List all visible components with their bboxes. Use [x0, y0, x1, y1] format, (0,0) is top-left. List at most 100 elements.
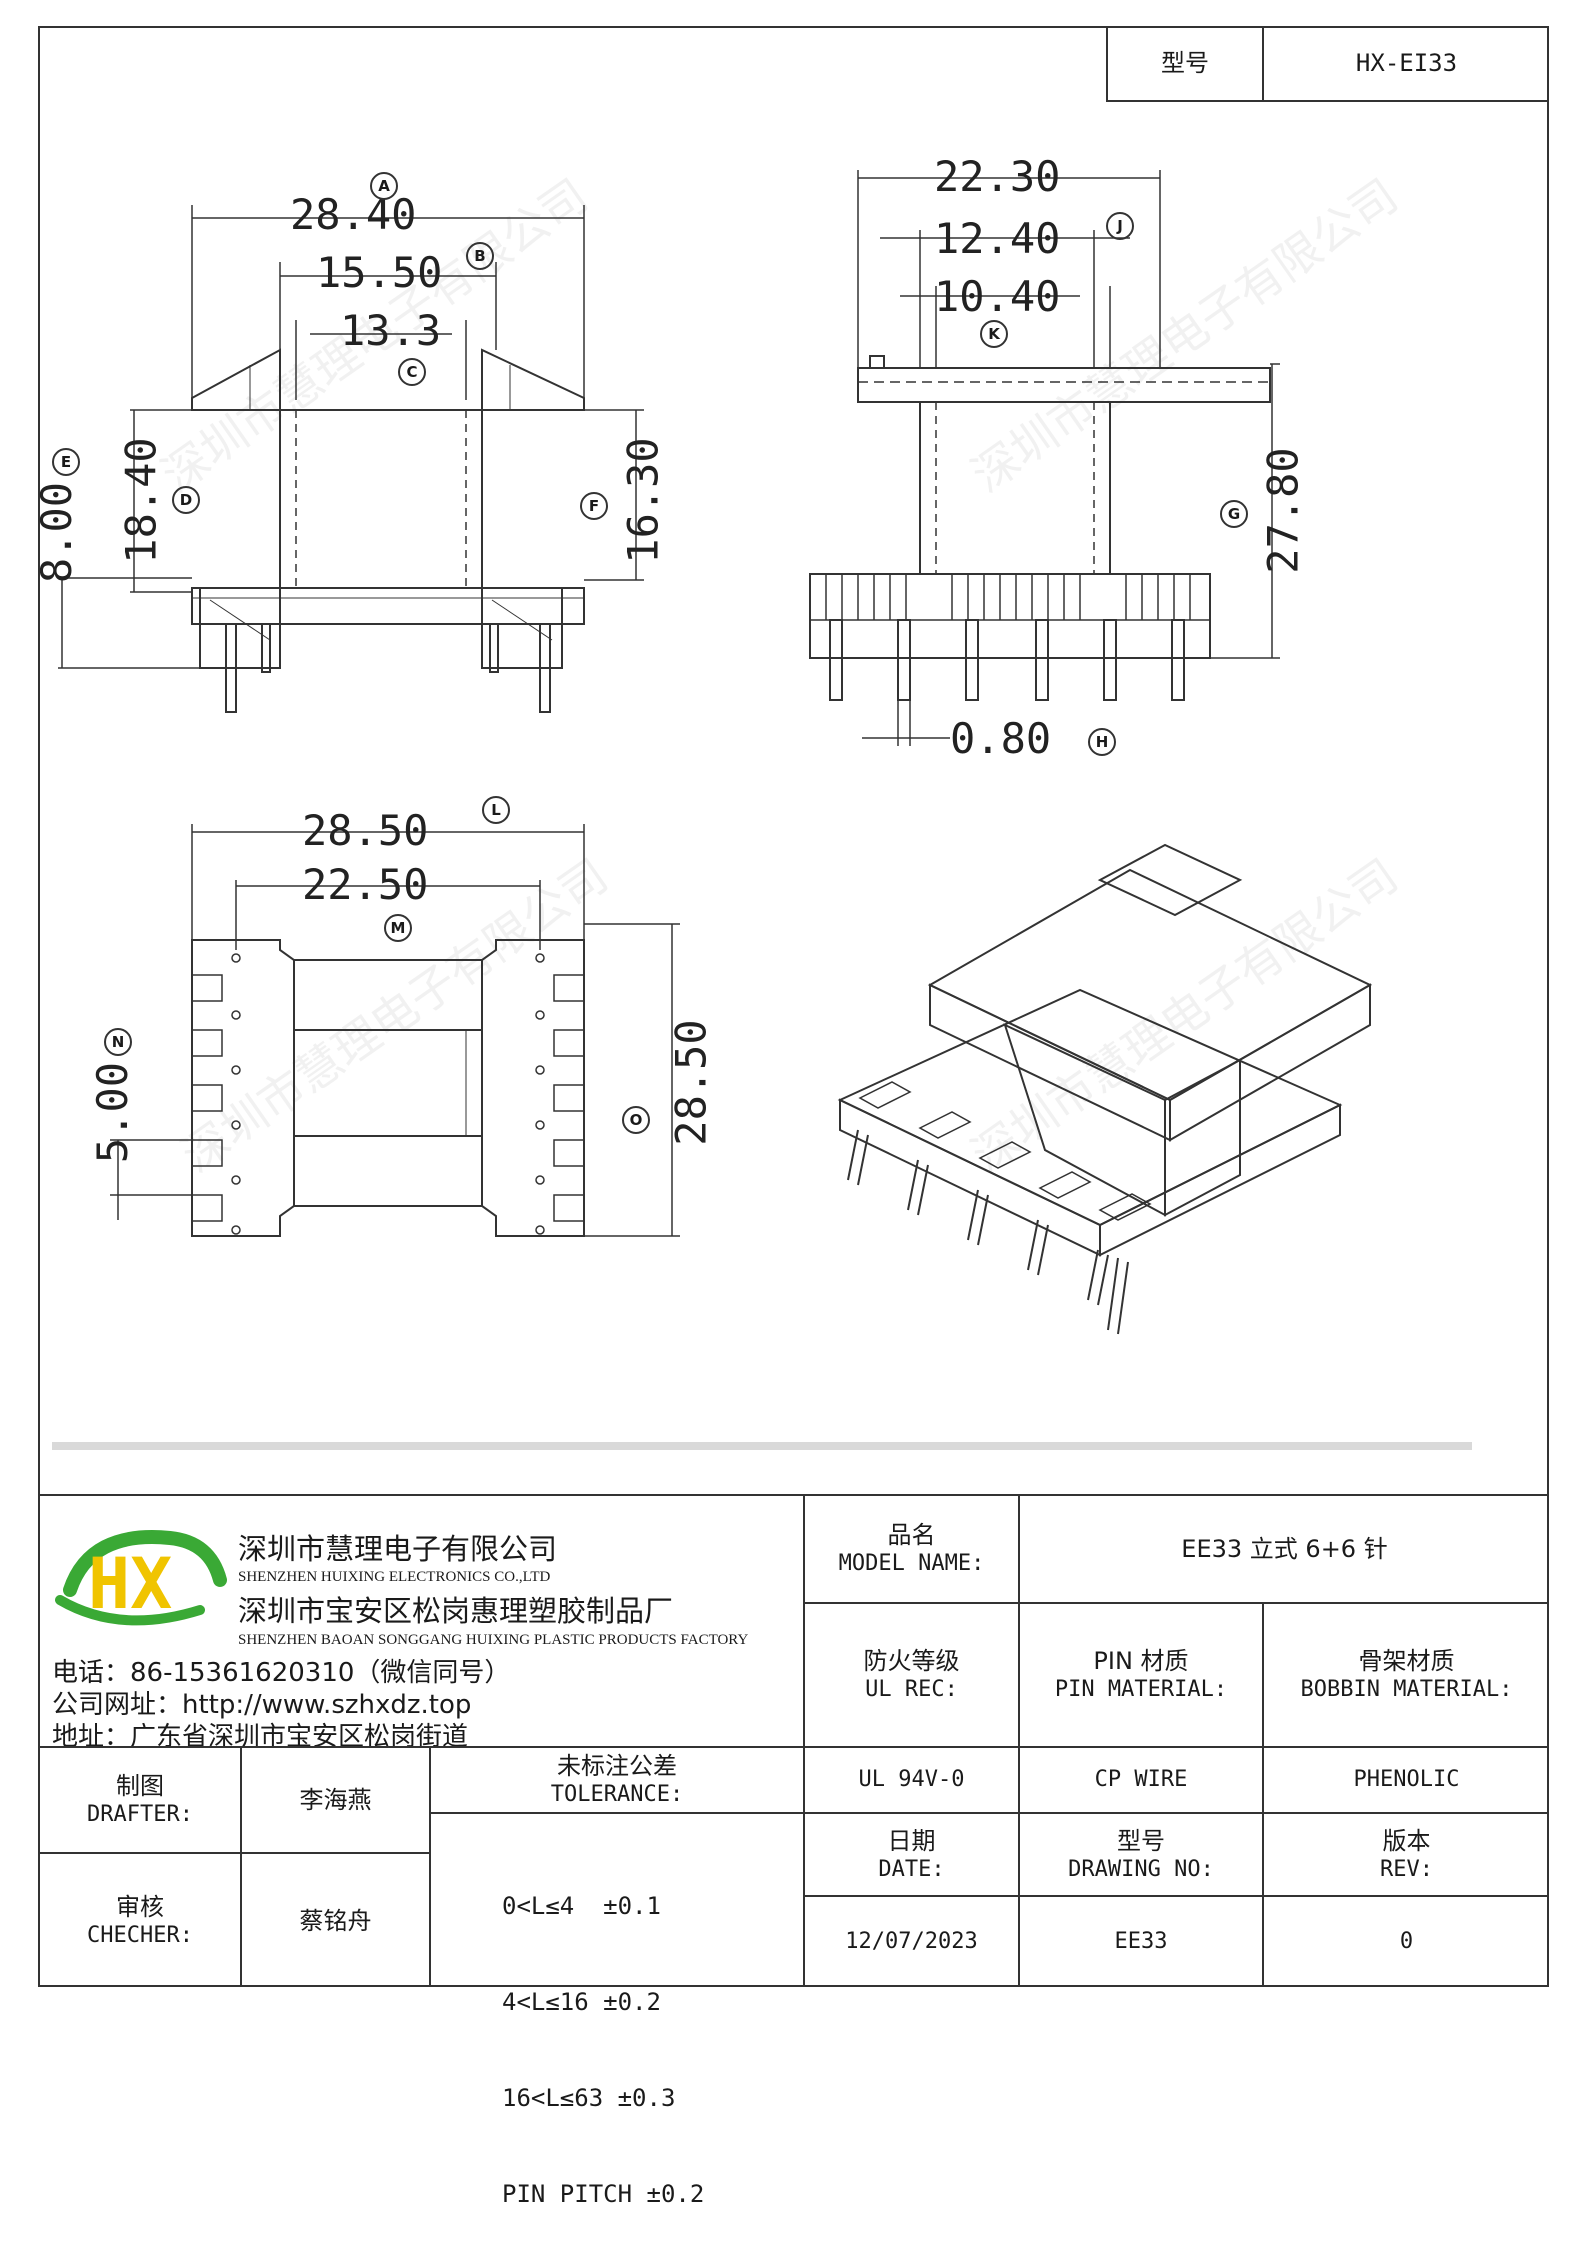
dim-16-30: 16.30: [618, 437, 668, 564]
titleblock-divider: [240, 1746, 242, 1987]
rev-value: 0: [1399, 1929, 1414, 1955]
circle-n: N: [104, 1028, 132, 1056]
dim-8-00: 8.00: [32, 481, 82, 584]
dim-22-30: 22.30: [934, 152, 1061, 201]
ul-rec-cn: 防火等级: [863, 1647, 960, 1676]
hx-logo-graphic: HX: [55, 1530, 227, 1626]
date-en: DATE:: [878, 1856, 945, 1882]
dim-13-3: 13.3: [340, 306, 442, 355]
pin-material-label: PIN 材质 PIN MATERIAL:: [1020, 1604, 1262, 1746]
drawing-no-label: 型号 DRAWING NO:: [1020, 1814, 1262, 1895]
dim-28-40: 28.40: [290, 190, 417, 239]
model-name-cn: 品名: [887, 1521, 936, 1550]
dim-28-50-side: 28.50: [666, 1019, 716, 1146]
company-phone: 电话：86-15361620310（微信同号）: [52, 1658, 511, 1688]
dim-12-40: 12.40: [934, 214, 1061, 263]
drafter-en: DRAFTER:: [87, 1802, 193, 1828]
drafter-value: 李海燕: [299, 1786, 372, 1814]
circle-b: B: [466, 242, 494, 270]
circle-g: G: [1220, 500, 1248, 528]
pin-material-cn: PIN 材质: [1093, 1647, 1189, 1676]
front-view: [58, 205, 644, 713]
ul-rec-value: UL 94V-0: [858, 1767, 965, 1793]
pin-material-value: CP WIRE: [1094, 1767, 1188, 1793]
rev-cn: 版本: [1382, 1826, 1431, 1855]
isometric-view: [837, 843, 1373, 1335]
company-name-cn: 深圳市慧理电子有限公司: [238, 1532, 558, 1566]
ul-rec-en: UL REC:: [865, 1677, 958, 1703]
titleblock-divider: [1262, 1895, 1264, 1987]
bottom-view: [110, 824, 680, 1237]
circle-k: K: [980, 320, 1008, 348]
tolerance-label: 未标注公差 TOLERANCE:: [431, 1748, 803, 1812]
titleblock-divider: [38, 1852, 429, 1854]
model-name-label: 品名 MODEL NAME:: [805, 1496, 1018, 1602]
checker-label: 审核 CHECHER:: [40, 1854, 240, 1987]
company-website: 公司网址：http://www.szhxdz.top: [52, 1690, 472, 1720]
titleblock-top-line: [38, 1494, 1549, 1496]
titleblock-divider: [803, 1494, 805, 1987]
dim-5-00: 5.00: [88, 1061, 138, 1164]
dim-15-50: 15.50: [316, 248, 443, 297]
dim-27-80: 27.80: [1258, 447, 1308, 574]
logo-text: HX: [88, 1543, 172, 1625]
tolerance-cn: 未标注公差: [557, 1752, 677, 1781]
circle-a: A: [370, 172, 398, 200]
circle-d: D: [172, 486, 200, 514]
titleblock-divider: [1018, 1494, 1020, 1987]
bobbin-material-cn: 骨架材质: [1358, 1647, 1455, 1676]
drafter-label: 制图 DRAFTER:: [40, 1748, 240, 1852]
titleblock-divider: [429, 1812, 803, 1814]
dim-0-80: 0.80: [950, 714, 1052, 763]
date-label: 日期 DATE:: [805, 1814, 1018, 1895]
technical-drawing: [52, 170, 1472, 1450]
pin-material-en: PIN MATERIAL:: [1054, 1677, 1228, 1703]
circle-f: F: [580, 492, 608, 520]
bobbin-material-value: PHENOLIC: [1353, 1767, 1460, 1793]
company-name-en: SHENZHEN HUIXING ELECTRONICS CO.,LTD: [238, 1569, 551, 1585]
dim-18-40: 18.40: [116, 437, 166, 564]
circle-l: L: [482, 796, 510, 824]
rev-label: 版本 REV:: [1264, 1814, 1549, 1895]
drawing-no-cn: 型号: [1117, 1826, 1165, 1855]
titleblock-divider: [429, 1746, 431, 1987]
bobbin-material-en: BOBBIN MATERIAL:: [1300, 1677, 1513, 1703]
titleblock-divider: [38, 1746, 1549, 1748]
checker-cn: 审核: [116, 1892, 164, 1921]
tolerance-line: 16<L≤63 ±0.3: [502, 2084, 676, 2112]
model-name-value: EE33 立式 6+6 针: [1181, 1535, 1388, 1563]
titleblock-divider: [1262, 1812, 1264, 1895]
bobbin-material-label: 骨架材质 BOBBIN MATERIAL:: [1264, 1604, 1549, 1746]
company-logo: HX: [50, 1520, 230, 1640]
titleblock-divider: [803, 1895, 1549, 1897]
dim-28-50-top: 28.50: [302, 806, 429, 855]
drawing-no-value: EE33: [1114, 1929, 1168, 1955]
drawing-frame: [38, 26, 1549, 1987]
checker-en: CHECHER:: [87, 1922, 193, 1948]
side-view: [809, 170, 1280, 746]
circle-m: M: [384, 914, 412, 942]
date-cn: 日期: [887, 1826, 936, 1855]
ul-rec-label: 防火等级 UL REC:: [805, 1604, 1018, 1746]
titleblock-divider: [1262, 1602, 1264, 1812]
circle-e: E: [52, 448, 80, 476]
drafter-cn: 制图: [116, 1772, 164, 1801]
rev-en: REV:: [1380, 1856, 1433, 1882]
drawing-no-en: DRAWING NO:: [1068, 1856, 1214, 1882]
circle-h: H: [1088, 728, 1116, 756]
dim-22-50: 22.50: [302, 860, 429, 909]
tolerance-line: 0<L≤4 ±0.1: [502, 1892, 661, 1920]
tolerance-line: 4<L≤16 ±0.2: [502, 1988, 661, 2016]
model-name-en: MODEL NAME:: [838, 1551, 985, 1577]
header-model-value: HX-EI33: [1262, 26, 1549, 102]
circle-o: O: [622, 1106, 650, 1134]
titleblock-divider: [803, 1602, 1549, 1604]
factory-name-cn: 深圳市宝安区松岗惠理塑胶制品厂: [238, 1594, 674, 1628]
circle-j: J: [1106, 212, 1134, 240]
date-value: 12/07/2023: [845, 1929, 978, 1955]
tolerance-list: 0<L≤4 ±0.1 4<L≤16 ±0.2 16<L≤63 ±0.3 PIN …: [502, 1826, 704, 2242]
dim-10-40: 10.40: [934, 272, 1061, 321]
factory-name-en: SHENZHEN BAOAN SONGGANG HUIXING PLASTIC …: [238, 1632, 749, 1648]
tolerance-line: PIN PITCH ±0.2: [502, 2180, 705, 2208]
checker-value: 蔡铭舟: [299, 1906, 372, 1935]
